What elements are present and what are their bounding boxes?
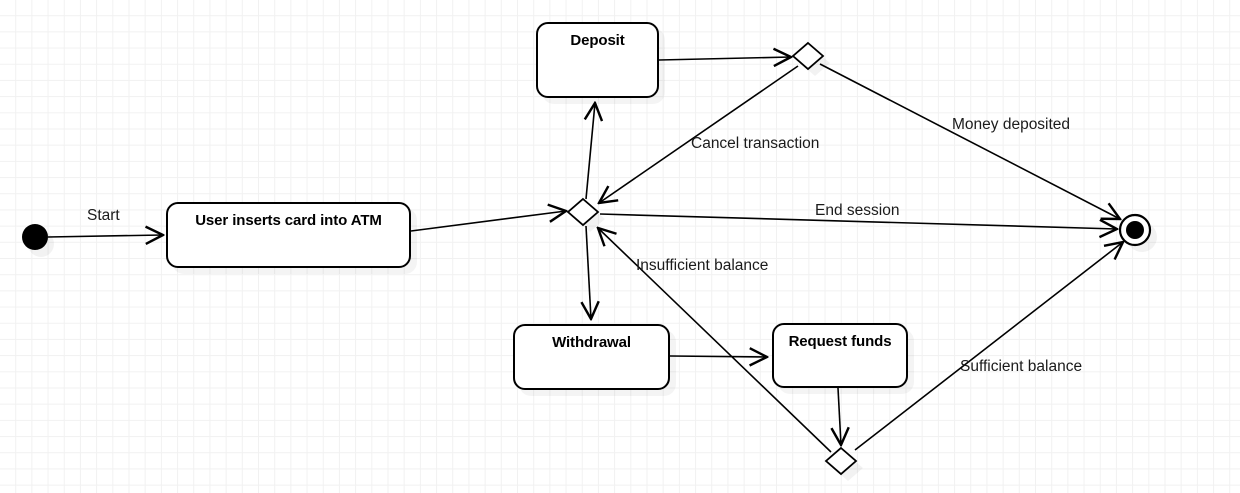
state-insert-card[interactable]: User inserts card into ATM [166,202,411,268]
state-withdrawal[interactable]: Withdrawal [513,324,670,390]
edge-request-funds-to-bottom-junction [838,387,841,445]
edge-label-start: Start [87,207,120,224]
state-deposit[interactable]: Deposit [536,22,659,98]
state-deposit-label: Deposit [570,32,625,49]
edge-label-cancel-transaction: Cancel transaction [691,135,820,152]
edge-hub-to-deposit [586,103,595,200]
decision-diamond-bottom[interactable] [824,446,858,476]
state-insert-card-label: User inserts card into ATM [195,212,382,229]
state-request-funds[interactable]: Request funds [772,323,908,388]
edge-label-money-deposited: Money deposited [952,116,1071,133]
state-request-funds-label: Request funds [788,333,892,350]
edge-hub-to-withdrawal [586,225,591,319]
final-node[interactable] [1118,213,1152,247]
edge-label-sufficient-balance: Sufficient balance [960,358,1083,375]
state-withdrawal-label: Withdrawal [552,334,631,351]
edge-insert-card-to-hub [410,211,566,232]
edge-label-insufficient-balance: Insufficient balance [636,257,769,274]
edge-start-to-insert-card [47,235,163,237]
initial-node[interactable] [22,224,48,250]
edge-label-end-session: End session [815,202,900,219]
decision-diamond-hub[interactable] [566,197,600,227]
decision-diamond-top[interactable] [791,41,825,71]
edge-top-junction-to-end [819,63,1120,219]
edge-deposit-to-top-junction [658,57,791,60]
edge-withdrawal-to-request-funds [669,356,767,357]
